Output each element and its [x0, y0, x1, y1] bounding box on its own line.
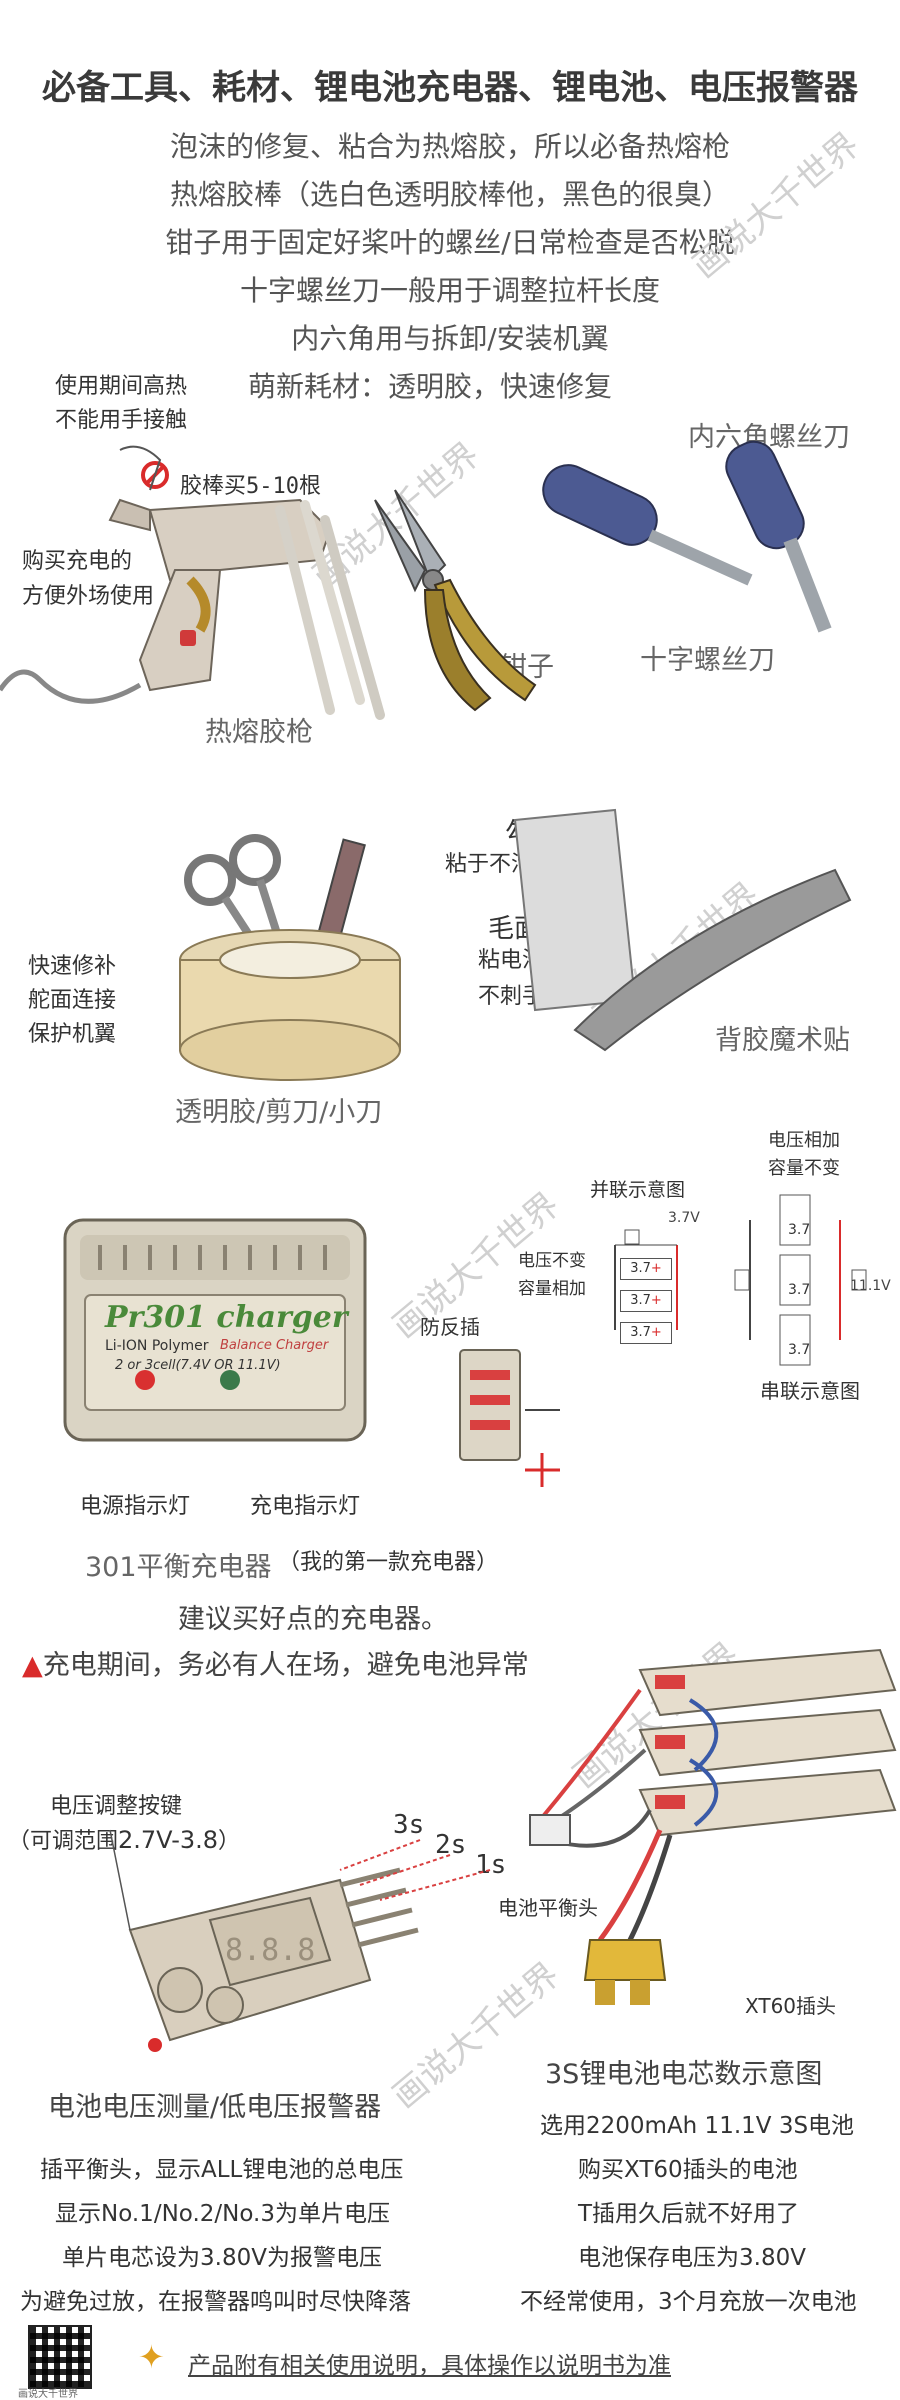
battery-pack-illustration: [529, 1648, 897, 2005]
repair-note-2: 舵面连接: [28, 988, 117, 1013]
voltage-range-label: （可调范围2.7V-3.8）: [8, 1826, 241, 1854]
battery-note-5: 不经常使用，3个月充放一次电池: [520, 2289, 857, 2315]
voltage-button-label: 电压调整按键: [50, 1794, 183, 1819]
alarm-note-2: 显示No.1/No.2/No.3为单片电压: [55, 2201, 390, 2227]
parallel-diagram: [614, 1229, 678, 1330]
charger-brand: Pr301 charger: [105, 1300, 348, 1335]
battery-title: 3S锂电池电芯数示意图: [545, 2059, 823, 2090]
anti-reverse-label: 防反插: [420, 1315, 480, 1339]
buy-charge-note-1: 购买充电的: [22, 549, 133, 574]
series-diagram: [734, 1194, 867, 1366]
label-1s: 1s: [475, 1850, 507, 1880]
parallel-voltage: 3.7V: [668, 1210, 700, 1226]
battery-note-2: 购买XT60插头的电池: [578, 2157, 798, 2183]
heat-warning-line-1: 使用期间高热: [55, 374, 188, 399]
intro-line-3: 钳子用于固定好桨叶的螺丝/日常检查是否松脱: [165, 226, 735, 259]
charger-sub3: 2 or 3cell(7.4V OR 11.1V): [115, 1358, 281, 1373]
series-voltage: 11.1V: [850, 1278, 891, 1294]
parallel-cell-2: 3.7+: [620, 1290, 672, 1312]
intro-line-6: 萌新耗材：透明胶，快速修复: [247, 370, 612, 403]
battery-note-4: 电池保存电压为3.80V: [578, 2245, 806, 2271]
tape-set-label: 透明胶/剪刀/小刀: [175, 1097, 383, 1128]
charger-sub1: Li-ION Polymer: [105, 1338, 209, 1354]
series-note-1: 电压相加: [768, 1130, 840, 1151]
series-title: 串联示意图: [760, 1379, 860, 1403]
phillips-label: 十字螺丝刀: [640, 645, 775, 676]
alarm-note-3: 单片电芯设为3.80V为报警电压: [62, 2245, 382, 2271]
power-led-label: 电源指示灯: [80, 1494, 191, 1519]
qr-code[interactable]: [28, 2325, 92, 2389]
parallel-title: 并联示意图: [590, 1179, 686, 1201]
alarm-note-4: 为避免过放，在报警器鸣叫时尽快降落: [20, 2289, 411, 2315]
intro-line-1: 泡沫的修复、粘合为热熔胶，所以必备热熔枪: [169, 130, 730, 163]
voltage-alarm-illustration: 8.8.8: [109, 1829, 419, 2052]
series-cell-2: 3.7: [788, 1282, 811, 1298]
intro-line-4: 十字螺丝刀一般用于调整拉杆长度: [239, 274, 660, 307]
velcro-illustration: [513, 808, 852, 1052]
charger-sub2: Balance Charger: [220, 1338, 329, 1353]
charge-led-label: 充电指示灯: [250, 1494, 361, 1519]
series-cell-3: 3.7: [788, 1342, 811, 1358]
page-title: 必备工具、耗材、锂电池充电器、锂电池、电压报警器: [42, 68, 858, 108]
alarm-title: 电池电压测量/低电压报警器: [48, 2092, 382, 2123]
velcro-label: 背胶魔术贴: [715, 1025, 850, 1056]
glue-sticks-illustration: [275, 500, 385, 720]
xt60-label: XT60插头: [745, 1994, 837, 2018]
parallel-note-1: 电压不变: [518, 1251, 586, 1271]
charger-advice: 建议买好点的充电器。: [178, 1604, 448, 1635]
pliers-illustration: [374, 489, 537, 712]
intro-line-2: 热熔胶棒（选白色透明胶棒他，黑色的很臭）: [169, 178, 730, 211]
parallel-cell-3: 3.7+: [620, 1322, 672, 1344]
lightbulb-icon: ✦: [138, 2338, 165, 2376]
screwdrivers-illustration: [542, 440, 832, 633]
balance-connector-label: 电池平衡头: [498, 1896, 598, 1920]
charger-warning: ▲充电期间，务必有人在场，避免电池异常: [22, 1650, 529, 1681]
footer-instruction: 产品附有相关使用说明，具体操作以说明书为准: [188, 2353, 671, 2379]
repair-note-3: 保护机翼: [28, 1022, 117, 1047]
series-cell-1: 3.7: [788, 1222, 811, 1238]
series-note-2: 容量不变: [768, 1158, 840, 1179]
glue-gun-label: 热熔胶枪: [205, 717, 313, 748]
repair-note-1: 快速修补: [28, 954, 117, 979]
charger-name: 301平衡充电器: [85, 1552, 272, 1583]
battery-note-1: 选用2200mAh 11.1V 3S电池: [540, 2113, 855, 2139]
charger-device: Pr301 charger Li-ION Polymer Balance Cha…: [63, 1218, 367, 1442]
label-3s: 3s: [393, 1810, 425, 1840]
label-2s: 2s: [435, 1830, 467, 1860]
balance-wire-lines: [339, 1839, 491, 1901]
parallel-note-2: 容量相加: [518, 1279, 586, 1299]
balance-plug-illustration: [459, 1349, 560, 1487]
glue-stick-note: 胶棒买5-10根: [180, 474, 321, 499]
qr-caption: 画说大千世界: [18, 2389, 78, 2400]
buy-charge-note-2: 方便外场使用: [22, 584, 155, 609]
intro-line-5: 内六角用与拆卸/安装机翼: [291, 322, 609, 355]
battery-note-3: T插用久后就不好用了: [578, 2201, 800, 2227]
warning-icon: ▲: [22, 1650, 43, 1681]
alarm-note-1: 插平衡头，显示ALL锂电池的总电压: [40, 2157, 404, 2183]
tape-roll-illustration: [179, 834, 401, 1081]
parallel-cell-1: 3.7+: [620, 1258, 672, 1280]
charger-name-note: （我的第一款充电器）: [278, 1550, 499, 1575]
heat-warning-line-2: 不能用手接触: [55, 408, 188, 433]
svg-text:8.8.8: 8.8.8: [225, 1933, 315, 1968]
